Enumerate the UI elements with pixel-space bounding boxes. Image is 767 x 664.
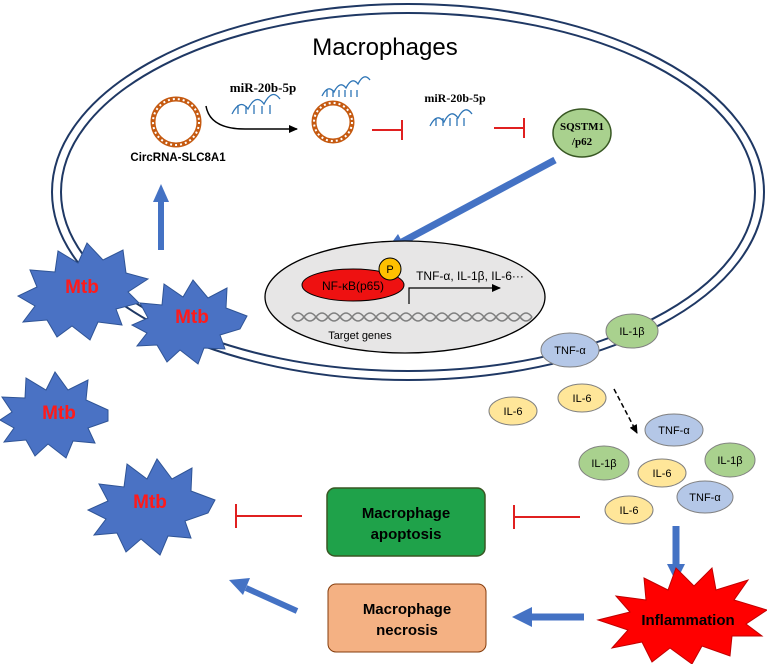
il6-label: IL-6: [573, 393, 592, 405]
dna-helix-icon: [291, 312, 533, 322]
il1b-label: IL-1β: [619, 326, 644, 338]
cytokine-tnf: TNF-α: [540, 332, 600, 368]
il6-label: IL-6: [620, 505, 639, 517]
mtb-star-icon: [16, 242, 150, 341]
circrna-label: CircRNA-SLC8A1: [130, 152, 226, 164]
necrosis-box: Macrophage necrosis: [327, 583, 487, 653]
apoptosis-box: Macrophage apoptosis: [326, 487, 486, 557]
cytokine-il6: IL-6: [637, 458, 687, 488]
il1b-label: IL-1β: [717, 455, 742, 467]
arrow-to-necrosis: [512, 607, 584, 627]
apoptosis-label-2: apoptosis: [371, 526, 442, 543]
sqstm1-node: SQSTM1 /p62: [552, 108, 612, 158]
cytokine-il6: IL-6: [604, 495, 654, 525]
circrna-sponge-icon: [311, 100, 355, 144]
target-genes-label: Target genes: [328, 330, 392, 342]
binding-arrow: [205, 105, 298, 133]
circrna-ring-icon: [150, 96, 202, 148]
cytokine-il1b: IL-1β: [578, 445, 630, 481]
mirna-free-label: miR-20b-5p: [424, 91, 486, 105]
necrosis-label-2: necrosis: [376, 622, 438, 639]
inhibit-sqstm1-icon: [494, 118, 525, 138]
sqstm1-label-1: SQSTM1: [560, 121, 604, 133]
cytokine-il6: IL-6: [488, 396, 538, 426]
arrow-sqstm1-to-nucleus: [387, 156, 557, 249]
phospho-node: [378, 257, 402, 281]
mtb-label-2: Mtb: [175, 307, 209, 328]
mtb-node-4: Mtb: [86, 458, 216, 556]
mirna-wave-icon: [231, 93, 281, 115]
transcription-arrow: [408, 284, 501, 304]
mirna-wave-icon-bound: [321, 76, 371, 97]
mtb-label-4: Mtb: [133, 492, 167, 513]
secretion-arrow: [613, 388, 638, 434]
mirna-free-wave-icon: [429, 109, 473, 127]
phospho-label: P: [386, 264, 393, 276]
apoptosis-label-1: Macrophage: [362, 505, 450, 522]
mtb-star-icon: [0, 371, 109, 459]
cytokine-tnf: TNF-α: [644, 413, 704, 447]
inhibit-mtb-icon: [235, 504, 302, 528]
necrosis-label-1: Macrophage: [363, 601, 451, 618]
il1b-label: IL-1β: [591, 458, 616, 470]
tnf-label: TNF-α: [554, 345, 586, 357]
mtb-node-3: Mtb: [0, 371, 109, 459]
inhibit-apoptosis-icon: [513, 505, 580, 529]
inflammation-node: Inflammation: [596, 566, 767, 664]
arrow-mtb-to-circrna: [153, 184, 169, 250]
inflammation-label: Inflammation: [641, 612, 734, 629]
cytokine-tnf: TNF-α: [676, 480, 734, 514]
mtb-label-3: Mtb: [42, 403, 76, 424]
il6-label: IL-6: [653, 468, 672, 480]
macrophage-cell-membrane: [51, 3, 765, 381]
mtb-star-icon: [130, 279, 248, 365]
cytokine-il1b: IL-1β: [605, 313, 659, 349]
cell-title: Macrophages: [312, 34, 457, 61]
sqstm1-label-2: /p62: [571, 136, 593, 148]
nucleus: [264, 240, 546, 354]
mtb-node-2: Mtb: [130, 279, 248, 365]
cytokine-il1b: IL-1β: [704, 442, 756, 478]
il6-label: IL-6: [504, 406, 523, 418]
mtb-label-1: Mtb: [65, 277, 99, 298]
cytokine-il6: IL-6: [557, 383, 607, 413]
products-label: TNF-α, IL-1β, IL-6···: [416, 269, 524, 283]
tnf-label: TNF-α: [658, 425, 690, 437]
nfkb-node: [301, 268, 405, 302]
inhibit-mirna-icon: [372, 120, 403, 140]
mirna-binding-label: miR-20b-5p: [230, 80, 296, 95]
mtb-star-icon: [86, 458, 216, 556]
nfkb-label: NF-κB(p65): [322, 279, 384, 293]
tnf-label: TNF-α: [689, 492, 721, 504]
arrow-necrosis-to-mtb: [229, 578, 299, 614]
inflammation-burst-icon: [596, 566, 767, 664]
mtb-node-1: Mtb: [16, 242, 150, 341]
